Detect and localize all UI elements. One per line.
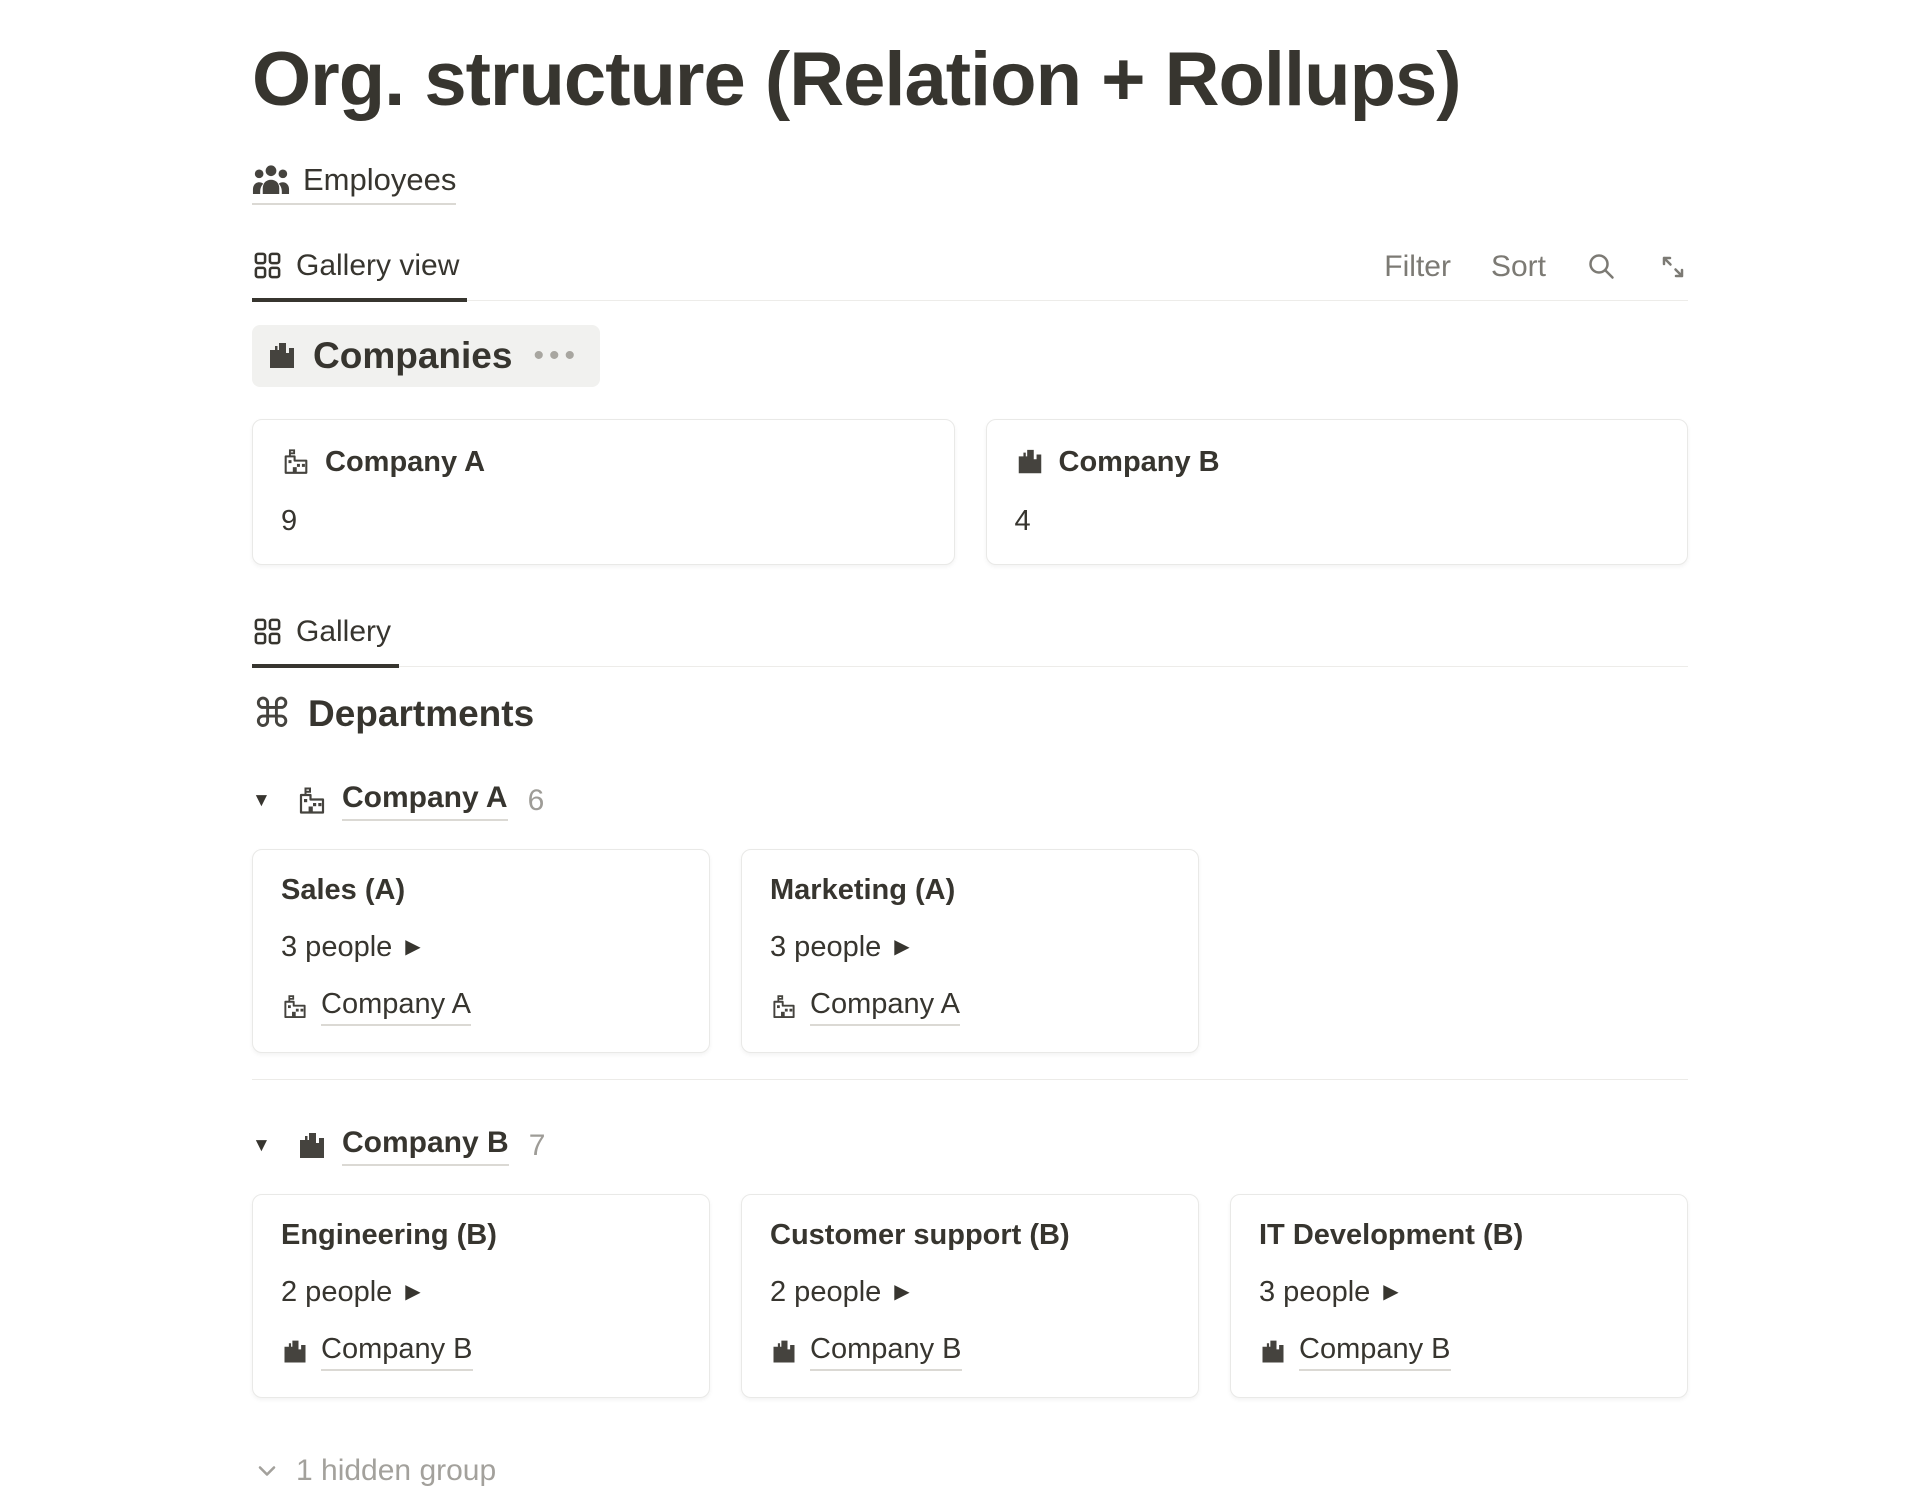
departments-section-header: ⌘ Departments xyxy=(252,693,1688,735)
company-card-b[interactable]: Company B 4 xyxy=(985,418,1688,565)
departments-card-grid-b: Engineering (B) 2 people ▶ Company B Cus… xyxy=(252,1193,1688,1398)
related-company-link[interactable]: Company B xyxy=(810,1333,962,1371)
hidden-group-toggle[interactable]: 1 hidden group xyxy=(252,1454,1688,1488)
people-count: 2 people xyxy=(770,1275,882,1308)
tab-gallery-view-label: Gallery view xyxy=(296,248,460,282)
companies-section-header[interactable]: Companies ••• xyxy=(252,324,600,387)
expand-icon[interactable] xyxy=(1658,252,1688,282)
departments-section-title: Departments xyxy=(308,692,535,734)
people-group-icon xyxy=(252,163,290,196)
city-buildings-icon xyxy=(281,1338,309,1366)
city-buildings-icon xyxy=(770,1338,798,1366)
gallery-grid-icon xyxy=(252,250,283,281)
expand-people-icon[interactable]: ▶ xyxy=(405,936,421,959)
chevron-down-icon xyxy=(252,1456,282,1486)
department-card-marketing-a[interactable]: Marketing (A) 3 people ▶ Company A xyxy=(741,848,1199,1053)
expand-people-icon[interactable]: ▶ xyxy=(894,1281,910,1304)
department-card-title: Sales (A) xyxy=(281,873,406,906)
department-card-title: Customer support (B) xyxy=(770,1218,1070,1251)
collapse-triangle-icon[interactable]: ▼ xyxy=(252,789,271,811)
gallery-toolbar: Gallery xyxy=(252,605,1688,668)
page-title: Org. structure (Relation + Rollups) xyxy=(252,37,1462,122)
group-header-company-b: ▼ Company B 7 xyxy=(252,1126,1688,1166)
department-card-title: Engineering (B) xyxy=(281,1218,497,1251)
department-card-engineering-b[interactable]: Engineering (B) 2 people ▶ Company B xyxy=(252,1193,710,1398)
breadcrumb-label: Employees xyxy=(303,161,457,197)
tab-gallery-view[interactable]: Gallery view xyxy=(252,239,468,302)
related-company-link[interactable]: Company A xyxy=(321,988,471,1026)
group-count: 7 xyxy=(528,1128,546,1162)
sort-button[interactable]: Sort xyxy=(1490,249,1546,283)
city-buildings-icon xyxy=(1015,447,1045,477)
gallery-grid-icon xyxy=(252,616,283,647)
filter-button[interactable]: Filter xyxy=(1384,249,1451,283)
department-card-it-development-b[interactable]: IT Development (B) 3 people ▶ Company B xyxy=(1230,1193,1688,1398)
department-card-title: IT Development (B) xyxy=(1259,1218,1524,1251)
expand-people-icon[interactable]: ▶ xyxy=(894,936,910,959)
school-building-icon xyxy=(770,993,798,1021)
view-toolbar: Gallery view Filter Sort xyxy=(252,239,1688,302)
department-card-sales-a[interactable]: Sales (A) 3 people ▶ Company A xyxy=(252,848,710,1053)
search-icon[interactable] xyxy=(1586,251,1618,283)
people-count: 3 people xyxy=(281,930,393,963)
departments-card-grid-a: Sales (A) 3 people ▶ Company A xyxy=(252,848,1688,1053)
city-buildings-icon xyxy=(296,1130,328,1162)
department-card-title: Marketing (A) xyxy=(770,873,956,906)
city-buildings-icon xyxy=(1259,1338,1287,1366)
companies-section-title: Companies xyxy=(313,334,513,376)
company-card-rollup-value: 9 xyxy=(281,504,298,537)
tab-gallery[interactable]: Gallery xyxy=(252,605,400,668)
company-card-rollup-value: 4 xyxy=(1014,504,1031,537)
company-card-a[interactable]: Company A 9 xyxy=(252,418,955,565)
breadcrumb-employees-link[interactable]: Employees xyxy=(252,161,457,205)
school-building-icon xyxy=(281,447,311,477)
related-company-link[interactable]: Company A xyxy=(810,988,960,1026)
page: Org. structure (Relation + Rollups) Empl… xyxy=(252,38,1688,1488)
people-count: 2 people xyxy=(281,1275,393,1308)
collapse-triangle-icon[interactable]: ▼ xyxy=(252,1134,271,1156)
companies-card-grid: Company A 9 Company B 4 xyxy=(252,418,1688,565)
school-building-icon xyxy=(296,785,328,817)
hidden-group-label: 1 hidden group xyxy=(296,1453,497,1487)
related-company-link[interactable]: Company B xyxy=(321,1333,473,1371)
expand-people-icon[interactable]: ▶ xyxy=(1383,1281,1399,1304)
department-card-customer-support-b[interactable]: Customer support (B) 2 people ▶ Company … xyxy=(741,1193,1199,1398)
people-count: 3 people xyxy=(1259,1275,1371,1308)
command-icon: ⌘ xyxy=(252,690,292,737)
city-buildings-icon xyxy=(266,340,298,372)
company-card-title: Company A xyxy=(325,445,486,478)
related-company-link[interactable]: Company B xyxy=(1299,1333,1451,1371)
group-company-link[interactable]: Company B xyxy=(342,1126,509,1166)
people-count: 3 people xyxy=(770,930,882,963)
group-header-company-a: ▼ Company A 6 xyxy=(252,781,1688,821)
school-building-icon xyxy=(281,993,309,1021)
company-card-title: Company B xyxy=(1058,445,1220,478)
tab-gallery-label: Gallery xyxy=(296,614,392,648)
group-count: 6 xyxy=(527,783,545,817)
expand-people-icon[interactable]: ▶ xyxy=(405,1281,421,1304)
group-company-link[interactable]: Company A xyxy=(342,781,508,821)
group-divider xyxy=(252,1078,1688,1080)
